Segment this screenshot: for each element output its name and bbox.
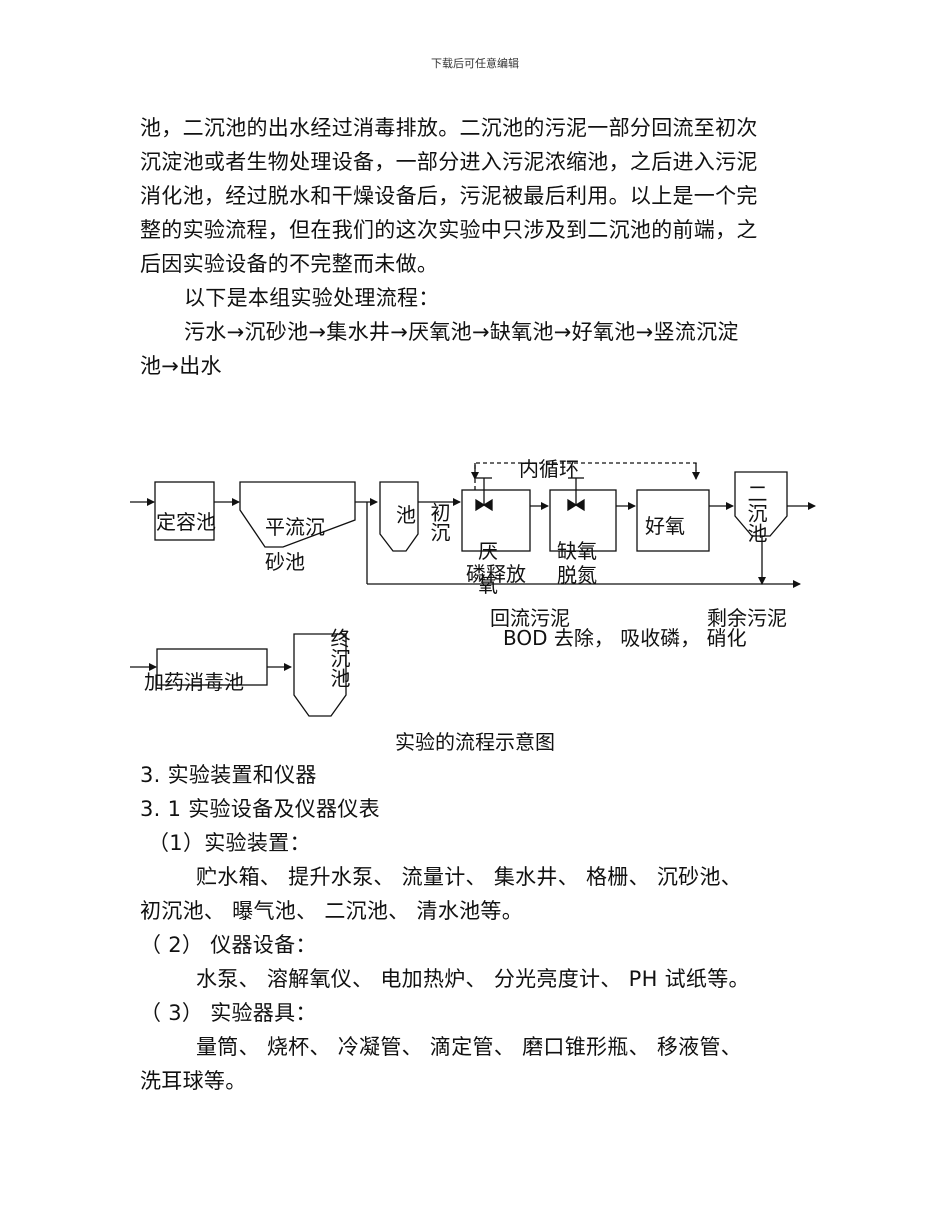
anaerobic-tank <box>461 489 531 552</box>
anoxic-tank-label: 脱氮 <box>557 563 597 587</box>
disinfection-label: 加药消毒池 <box>144 670 244 694</box>
diagram-lines <box>130 462 816 717</box>
anaerobic-tank-label: 磷释放 <box>466 562 526 586</box>
paragraph-line: 整的实验流程，但在我们的这次实验中只涉及到二沉池的前端，之 <box>140 218 758 242</box>
item-text: 初沉池、 曝气池、 二沉池、 清水池等。 <box>140 899 524 923</box>
section-subtitle: 3. 1 实验设备及仪器仪表 <box>140 797 380 821</box>
anoxic-tank <box>549 489 617 552</box>
final-clarifier-label: 终沉池 <box>327 628 351 688</box>
diagram-caption: 实验的流程示意图 <box>395 730 555 754</box>
item-label: （1）实验装置： <box>148 831 311 855</box>
aerobic-tank <box>636 489 710 552</box>
process-intro: 以下是本组实验处理流程： <box>184 286 440 310</box>
primary-clarifier-label: 初沉 <box>427 502 451 542</box>
anoxic-tank-label: 缺氧 <box>557 539 597 563</box>
item-text: 贮水箱、 提升水泵、 流量计、 集水井、 格栅、 沉砂池、 <box>196 865 743 889</box>
final-clarifier <box>293 633 347 717</box>
removal-note-label: BOD 去除， 吸收磷， 硝化 <box>503 626 747 650</box>
process-flow-line: 池→出水 <box>140 354 222 378</box>
item-label: （ 3） 实验器具： <box>140 1001 317 1025</box>
intro-paragraph: 池，二沉池的出水经过消毒排放。二沉池的污泥一部分回流至初次 沉淀池或者生物处理设… <box>140 111 800 383</box>
item-text: 量筒、 烧杯、 冷凝管、 滴定管、 磨口锥形瓶、 移液管、 <box>196 1035 743 1059</box>
anaerobic-tank-label: 氧 <box>478 573 498 597</box>
item-text: 水泵、 溶解氧仪、 电加热炉、 分光亮度计、 PH 试纸等。 <box>196 967 750 991</box>
item-text: 洗耳球等。 <box>140 1069 247 1093</box>
process-flow-line: 污水→沉砂池→集水井→厌氧池→缺氧池→好氧池→竖流沉淀 <box>184 320 739 344</box>
primary-clarifier <box>379 481 419 552</box>
secondary-clarifier <box>734 471 788 537</box>
paragraph-line: 消化池，经过脱水和干燥设备后，污泥被最后利用。以上是一个完 <box>140 184 758 208</box>
section-title: 3. 实验装置和仪器 <box>140 763 317 787</box>
paragraph-line: 沉淀池或者生物处理设备，一部分进入污泥浓缩池，之后进入污泥 <box>140 150 758 174</box>
anaerobic-tank-label: 厌 <box>478 539 498 563</box>
primary-clarifier-label: 池 <box>396 503 416 527</box>
fixed-volume-tank <box>154 481 215 541</box>
aerobic-tank-label: 好氧 <box>645 514 685 538</box>
internal-recycle-label: 内循环 <box>519 457 579 481</box>
secondary-clarifier-label: 二沉池 <box>744 483 768 543</box>
page-header: 下载后可任意编辑 <box>431 57 519 70</box>
section-equipment: 3. 实验装置和仪器 3. 1 实验设备及仪器仪表 （1）实验装置： 贮水箱、 … <box>140 758 800 1098</box>
paragraph-line: 后因实验设备的不完整而未做。 <box>140 252 439 276</box>
process-flow-diagram: 内循环 定容池 平流沉 砂池 池 初沉 厌 磷释放 氧 缺氧 脱氮 好氧 二沉池… <box>125 450 825 730</box>
return-sludge-label: 回流污泥 <box>490 606 570 630</box>
excess-sludge-label: 剩余污泥 <box>707 606 787 630</box>
grit-chamber <box>239 481 356 548</box>
paragraph-line: 池，二沉池的出水经过消毒排放。二沉池的污泥一部分回流至初次 <box>140 116 758 140</box>
grit-chamber-label: 平流沉 <box>265 515 325 539</box>
item-label: （ 2） 仪器设备： <box>140 933 317 957</box>
grit-chamber-label: 砂池 <box>265 550 305 574</box>
fixed-volume-tank-label: 定容池 <box>156 510 216 534</box>
